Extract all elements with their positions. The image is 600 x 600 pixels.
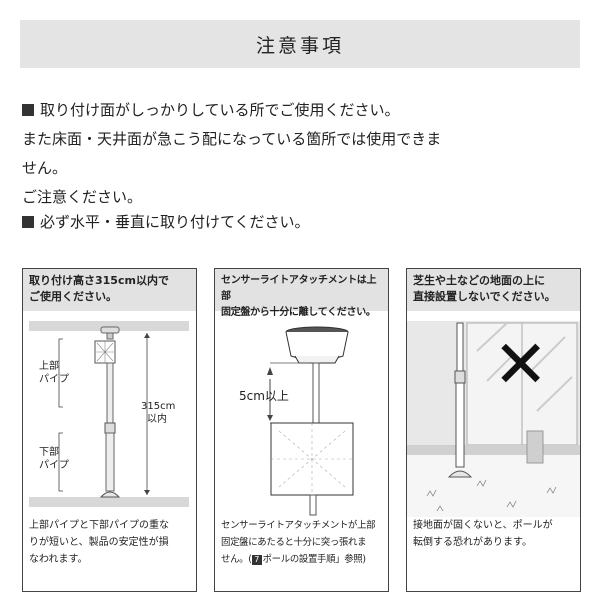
- lower-pipe-label-2: パイプ: [39, 459, 69, 471]
- page-title: 注意事項: [255, 34, 344, 57]
- step-badge: 7: [251, 555, 262, 565]
- caption-line-1: センサーライトアタッチメントが上部: [221, 520, 376, 531]
- lower-pipe-label-1: 下部: [39, 445, 59, 458]
- bullet-square: [22, 216, 34, 228]
- title-bar: 注意事項: [20, 20, 580, 68]
- cross-mark: ✕: [493, 326, 548, 403]
- panel-1-caption: 上部パイプと下部パイプの重な りが短いと、製品の安定性が損 なわれます。: [29, 520, 169, 565]
- gap-label: 5cm以上: [239, 389, 289, 403]
- pole-height-illustration: 上部 パイプ 下部 パイプ 315cm 以内: [29, 321, 189, 507]
- panel-2-heading: センサーライトアタッチメントは上部 固定盤から十分に離してください。: [215, 269, 388, 318]
- caption-line-2: 固定盤にあたると十分に突っ張れま: [221, 537, 367, 548]
- notice-2: 必ず水平・垂直に取り付けてください。: [22, 208, 582, 237]
- notice-2-text: 必ず水平・垂直に取り付けてください。: [40, 213, 310, 231]
- upper-pipe-label-2: パイプ: [39, 373, 69, 385]
- sensor-attachment-illustration: 5cm以上: [239, 326, 354, 516]
- notice-1-text: 取り付け面がしっかりしている所でご使用ください。 また床面・天井面が急こう配にな…: [22, 101, 442, 206]
- panel-3-caption: 接地面が固くないと、ポールが 転倒する恐れがあります。: [413, 520, 553, 548]
- height-label: 315cm: [141, 401, 175, 412]
- panel-sensor-gap: センサーライトアタッチメントは上部 固定盤から十分に離してください。 5cm以上…: [214, 268, 389, 592]
- bullet-square: [22, 104, 34, 116]
- notice-1: 取り付け面がしっかりしている所でご使用ください。 また床面・天井面が急こう配にな…: [22, 96, 582, 212]
- within-label: 以内: [147, 412, 167, 425]
- panel-height-limit: 取り付け高さ315cm以内で ご使用ください。 上部 パイプ 下部 パイプ 31…: [22, 268, 197, 592]
- caption-line-3-prefix: せん。(: [221, 554, 252, 565]
- panel-ground-warning: 芝生や土などの地面の上に 直接設置しないでください。 ✕ 接地面が固くないと、ポ…: [406, 268, 581, 592]
- panel-1-heading: 取り付け高さ315cm以内で ご使用ください。: [23, 269, 196, 311]
- panel-2-caption: センサーライトアタッチメントが上部 固定盤にあたると十分に突っ張れま せん。(7…: [221, 517, 383, 568]
- caption-line-3-suffix: ポールの設置手順」参照): [262, 554, 366, 565]
- soft-ground-illustration: ✕: [407, 321, 580, 517]
- upper-pipe-label-1: 上部: [39, 359, 59, 372]
- panel-3-heading: 芝生や土などの地面の上に 直接設置しないでください。: [407, 269, 580, 311]
